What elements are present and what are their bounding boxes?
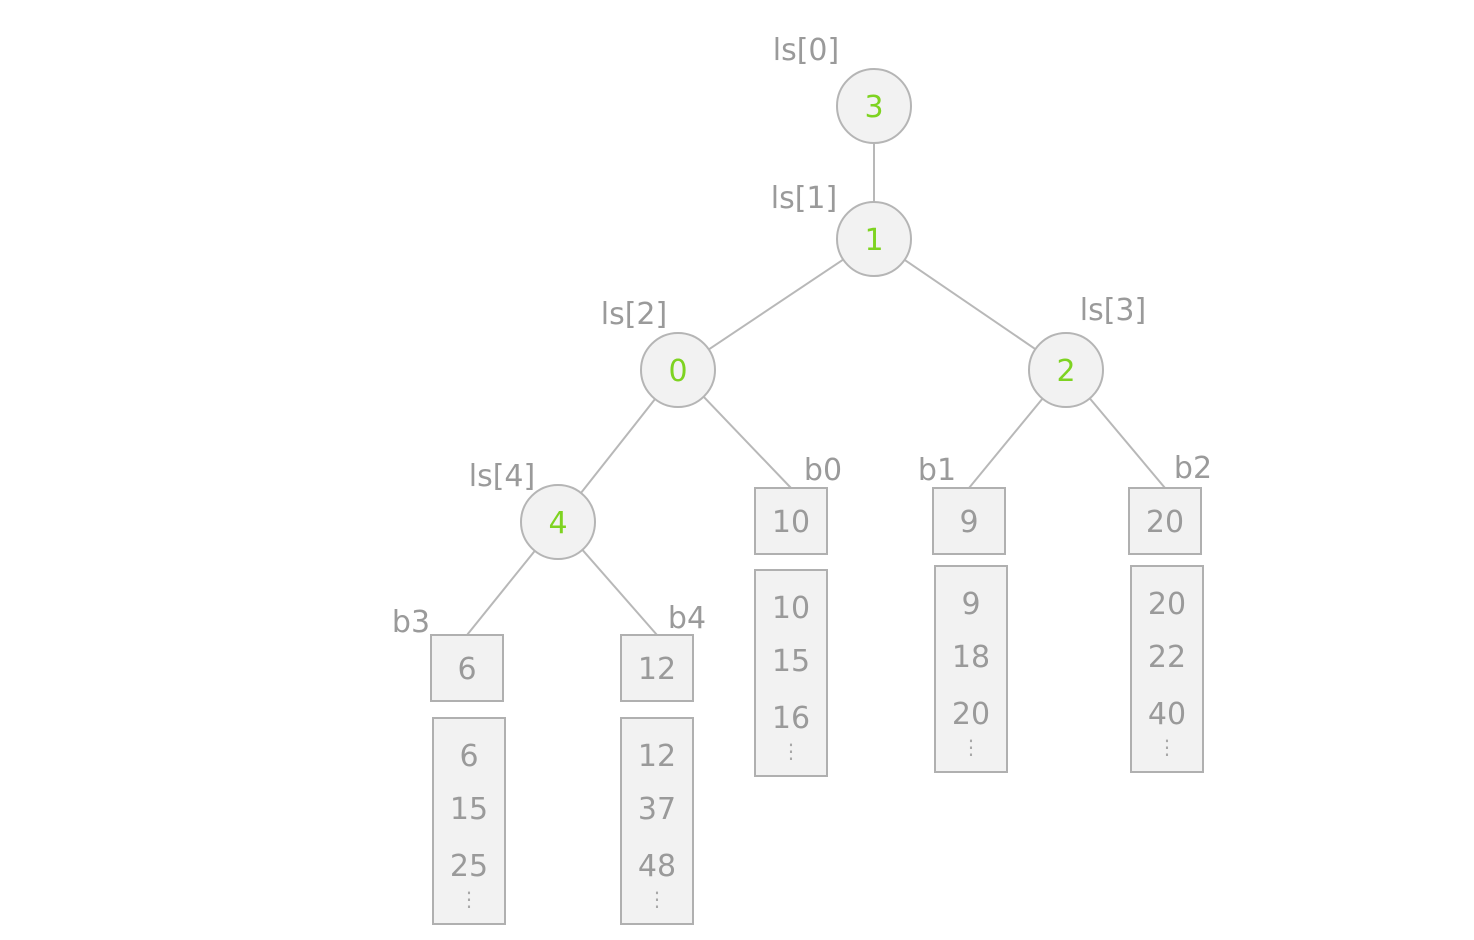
- buffer-list-head: 6: [459, 739, 478, 774]
- node-circle: [836, 68, 912, 144]
- buffer-label: b2: [1174, 451, 1212, 486]
- buffer-list-item: 22: [1148, 640, 1186, 675]
- buffer-list-head: 9: [961, 587, 980, 622]
- node-label: ls[4]: [469, 459, 535, 494]
- buffer-list-head: 10: [772, 591, 810, 626]
- buffer-list-item: 48: [638, 849, 676, 884]
- buffer-value: 20: [1146, 505, 1184, 540]
- buffer-label: b0: [804, 453, 842, 488]
- node-label: ls[1]: [771, 181, 837, 216]
- buffer-list-head: 12: [638, 739, 676, 774]
- buffer-value-box: [620, 634, 694, 702]
- buffer-list-box: [620, 717, 694, 925]
- buffer-value: 12: [638, 652, 676, 687]
- node-circle: [640, 332, 716, 408]
- buffer-list-item: 16: [772, 701, 810, 736]
- tree-nodes: 3 ls[0] 1 ls[1] 0ls[2] 2ls[3] 4 ls[4]: [469, 33, 1146, 560]
- buffer-list-head: 20: [1148, 587, 1186, 622]
- buffer-label: b1: [918, 453, 956, 488]
- node-circle: [836, 201, 912, 277]
- node-value: 0: [668, 354, 687, 389]
- edge-ls1-ls3: [904, 259, 1036, 350]
- buffer-list-more: ⋮: [781, 739, 801, 763]
- tree-node-ls2: 0ls[2]: [601, 297, 716, 408]
- buffer-list-item: 15: [450, 792, 488, 827]
- node-label: ls[0]: [773, 33, 839, 68]
- buffer-list-item: 25: [450, 849, 488, 884]
- buffer-list-box: [432, 717, 506, 925]
- buffer-list-more: ⋮: [961, 735, 981, 759]
- tree-node-ls1: 1 ls[1]: [771, 181, 912, 277]
- node-value: 1: [864, 223, 883, 258]
- edge-ls3-b2: [1089, 397, 1166, 489]
- buffer-b2: b2 20 20 22 40 ⋮: [1128, 451, 1212, 773]
- edge-ls4-b4: [581, 549, 658, 636]
- buffer-label: b3: [392, 605, 430, 640]
- buffer-b3: b3 6 6 15 25 ⋮: [392, 605, 506, 925]
- buffer-list-box: [754, 569, 828, 777]
- edge-ls2-b0: [702, 396, 792, 489]
- buffer-label: b4: [668, 601, 706, 636]
- buffer-list-box: [1130, 565, 1204, 773]
- buffer-list-item: 15: [772, 644, 810, 679]
- buffer-list-more: ⋮: [1157, 735, 1177, 759]
- buffer-list-item: 37: [638, 792, 676, 827]
- tree-node-ls4: 4 ls[4]: [469, 459, 596, 560]
- buffer-b4: b4 12 12 37 48 ⋮: [620, 601, 706, 925]
- edge-ls1-ls2: [708, 258, 844, 351]
- buffer-list-item: 18: [952, 640, 990, 675]
- leaf-buffers: b010101516⋮b1991820⋮b220202240⋮b3661525⋮…: [392, 451, 1212, 925]
- edge-ls2-ls4: [580, 398, 656, 494]
- buffer-list-box: [934, 565, 1008, 773]
- node-value: 2: [1056, 354, 1075, 389]
- buffer-value-box: [1128, 487, 1202, 555]
- node-value: 4: [548, 506, 567, 541]
- edge-ls4-b3: [466, 550, 536, 636]
- buffer-list-more: ⋮: [459, 887, 479, 911]
- node-circle: [1028, 332, 1104, 408]
- buffer-list-more: ⋮: [647, 887, 667, 911]
- edge-ls3-b1: [968, 397, 1044, 489]
- buffer-list-item: 20: [952, 697, 990, 732]
- buffer-value-box: [430, 634, 504, 702]
- buffer-value-box: [754, 487, 828, 555]
- node-circle: [520, 484, 596, 560]
- buffer-value: 9: [959, 505, 978, 540]
- tree-node-ls3: 2ls[3]: [1028, 293, 1146, 408]
- buffer-list-item: 40: [1148, 697, 1186, 732]
- buffer-b0: b0 10 10 15 16 ⋮: [754, 453, 842, 777]
- tree-node-ls0: 3 ls[0]: [773, 33, 912, 144]
- node-label: ls[2]: [601, 297, 667, 332]
- buffer-value: 10: [772, 505, 810, 540]
- buffer-value: 6: [457, 652, 476, 687]
- buffer-value-box: [932, 487, 1006, 555]
- tree-edges: [466, 143, 1166, 636]
- node-label: ls[3]: [1080, 293, 1146, 328]
- node-value: 3: [864, 90, 883, 125]
